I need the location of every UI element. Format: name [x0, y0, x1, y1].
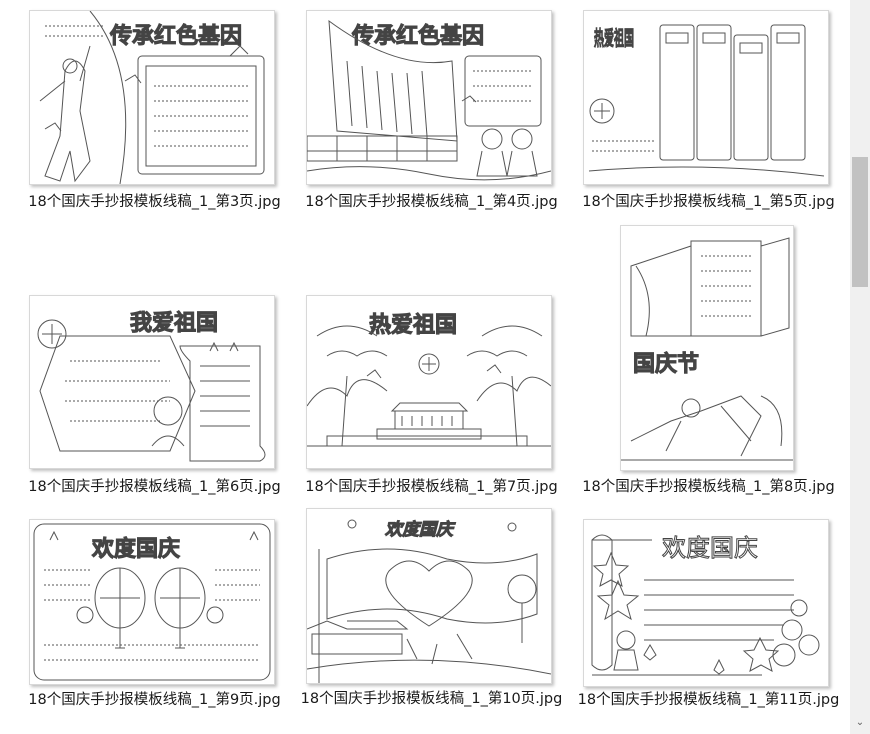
file-thumbnail[interactable]: 传承红色基因	[29, 10, 275, 185]
scroll-down-button[interactable]: ⌄	[850, 713, 870, 733]
file-name-label[interactable]: 18个国庆手抄报模板线稿_1_第8页.jpg	[582, 479, 835, 495]
file-thumbnail[interactable]: 热爱祖国	[583, 10, 829, 185]
file-thumbnail[interactable]: 国庆节	[620, 225, 794, 471]
thumbnail-sketch-image: 热爱祖国	[307, 312, 551, 447]
thumbnail-sketch-image: 传承红色基因	[307, 19, 551, 181]
file-name-label[interactable]: 18个国庆手抄报模板线稿_1_第11页.jpg	[577, 692, 840, 708]
poster-title: 传承红色基因	[109, 23, 242, 49]
file-name-label[interactable]: 18个国庆手抄报模板线稿_1_第5页.jpg	[582, 194, 835, 210]
thumbnail-sketch-image: 欢度国庆	[33, 523, 271, 681]
thumbnail-sketch-image: 我爱祖国	[37, 311, 266, 462]
thumbnail-sketch-image: 传承红色基因	[39, 11, 265, 184]
poster-title: 国庆节	[633, 351, 699, 377]
poster-title: 我爱祖国	[130, 311, 218, 336]
file-name-label[interactable]: 18个国庆手抄报模板线稿_1_第6页.jpg	[28, 479, 281, 495]
file-name-label[interactable]: 18个国庆手抄报模板线稿_1_第3页.jpg	[28, 194, 281, 210]
thumbnail-sketch-image: 欢度国庆	[307, 519, 551, 683]
file-thumbnail[interactable]: 我爱祖国	[29, 295, 275, 469]
chevron-down-icon: ⌄	[855, 717, 865, 728]
scrollbar-thumb[interactable]	[852, 157, 868, 287]
file-thumbnail[interactable]: 热爱祖国	[306, 295, 552, 469]
poster-title: 热爱祖国	[369, 312, 457, 338]
thumbnail-sketch-image: 国庆节	[621, 237, 793, 461]
file-name-label[interactable]: 18个国庆手抄报模板线稿_1_第4页.jpg	[305, 194, 558, 210]
file-thumbnail[interactable]: 欢度国庆	[583, 519, 829, 687]
file-thumbnail[interactable]: 欢度国庆	[29, 519, 275, 685]
poster-title: 欢度国庆	[385, 520, 456, 540]
file-name-label[interactable]: 18个国庆手抄报模板线稿_1_第7页.jpg	[305, 479, 558, 495]
poster-title: 热爱祖国	[594, 26, 634, 50]
scroll-up-button[interactable]	[850, 0, 870, 20]
vertical-scrollbar[interactable]: ⌄	[850, 0, 870, 734]
file-thumbnail[interactable]: 欢度国庆	[306, 508, 552, 684]
file-thumbnail-grid: 传承红色基因 18个国庆手抄报模板线稿_1	[28, 10, 840, 708]
thumbnail-sketch-image: 欢度国庆	[591, 534, 820, 676]
poster-title: 传承红色基因	[351, 23, 484, 49]
thumbnail-sketch-image: 热爱祖国	[588, 24, 825, 177]
poster-title: 欢度国庆	[91, 536, 180, 562]
file-name-label[interactable]: 18个国庆手抄报模板线稿_1_第10页.jpg	[300, 691, 563, 707]
file-name-label[interactable]: 18个国庆手抄报模板线稿_1_第9页.jpg	[28, 692, 281, 708]
file-thumbnail[interactable]: 传承红色基因	[306, 10, 552, 185]
poster-title: 欢度国庆	[662, 534, 758, 562]
